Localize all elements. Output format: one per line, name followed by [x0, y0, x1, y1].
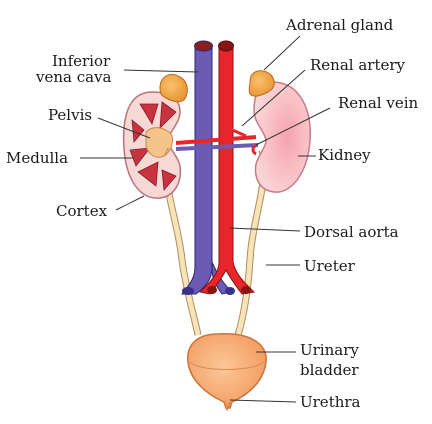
left-adrenal-gland — [159, 74, 188, 103]
label-medulla: Medulla — [6, 149, 68, 167]
label-ureter: Ureter — [304, 257, 356, 275]
urethra — [223, 401, 231, 412]
label-urinary-bladder-2: bladder — [300, 361, 359, 379]
label-cortex: Cortex — [56, 202, 108, 220]
inferior-vena-cava — [180, 40, 235, 295]
label-renal-artery: Renal artery — [310, 56, 406, 74]
label-pelvis: Pelvis — [48, 106, 92, 124]
label-dorsal-aorta: Dorsal aorta — [304, 223, 399, 241]
label-inferior-vena-cava-2: vena cava — [35, 68, 112, 86]
label-inferior-vena-cava-1: Inferior — [52, 52, 111, 70]
leader-lines — [80, 35, 331, 403]
renal-vessels — [175, 126, 259, 151]
urinary-bladder — [187, 333, 267, 409]
label-renal-vein: Renal vein — [338, 94, 418, 112]
label-urinary-bladder-1: Urinary — [300, 341, 359, 359]
dorsal-aorta — [198, 40, 256, 295]
label-adrenal-gland: Adrenal gland — [285, 16, 394, 34]
medulla-pyramids — [129, 101, 177, 191]
left-kidney-section — [122, 91, 182, 199]
label-urethra: Urethra — [300, 393, 361, 411]
right-adrenal-gland — [248, 70, 275, 97]
right-kidney — [251, 81, 311, 193]
renal-pelvis — [145, 127, 173, 158]
label-kidney: Kidney — [318, 146, 371, 164]
